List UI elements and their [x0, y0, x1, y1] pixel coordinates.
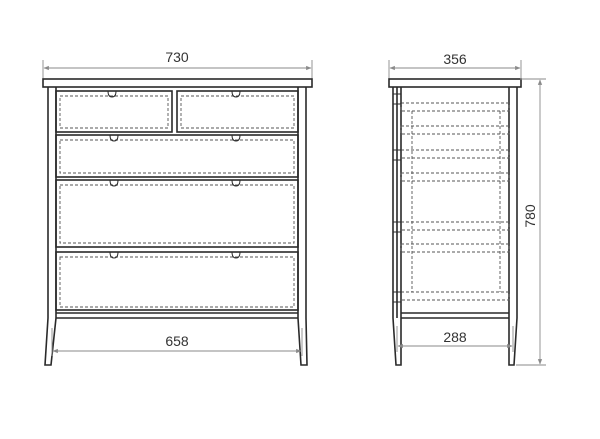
front-width-bottom-label: 658	[165, 333, 189, 349]
drawer-handle-icon	[231, 90, 241, 98]
drawer-2	[55, 134, 299, 178]
front-top-dimension: 730	[42, 49, 313, 84]
drawer-handle-icon	[109, 179, 119, 187]
front-top-board	[42, 78, 313, 88]
drawer-handle-icon	[109, 134, 119, 142]
side-frame	[392, 87, 518, 366]
drawer-top-left	[55, 90, 173, 133]
front-width-top-label: 730	[165, 49, 189, 65]
drawer-4	[55, 251, 299, 311]
height-label: 780	[522, 204, 538, 228]
side-depth-bottom-label: 288	[443, 329, 467, 345]
front-view: 730	[42, 49, 313, 366]
side-depth-top-label: 356	[443, 51, 467, 67]
drawer-handle-icon	[109, 251, 119, 259]
side-bottom-dimension: 288	[396, 326, 514, 352]
front-legs	[44, 87, 308, 366]
drawer-top-right	[176, 90, 299, 133]
front-bottom-dimension: 658	[51, 328, 303, 356]
side-top-board	[388, 78, 522, 88]
front-drawers	[55, 90, 299, 311]
drawer-handle-icon	[231, 134, 241, 142]
side-runners	[392, 93, 510, 303]
drawer-handle-icon	[231, 251, 241, 259]
drawer-handle-icon	[231, 179, 241, 187]
side-view: 356	[388, 51, 546, 366]
drawer-handle-icon	[107, 90, 117, 98]
drawer-3	[55, 179, 299, 248]
side-height-dimension: 780	[516, 78, 546, 366]
